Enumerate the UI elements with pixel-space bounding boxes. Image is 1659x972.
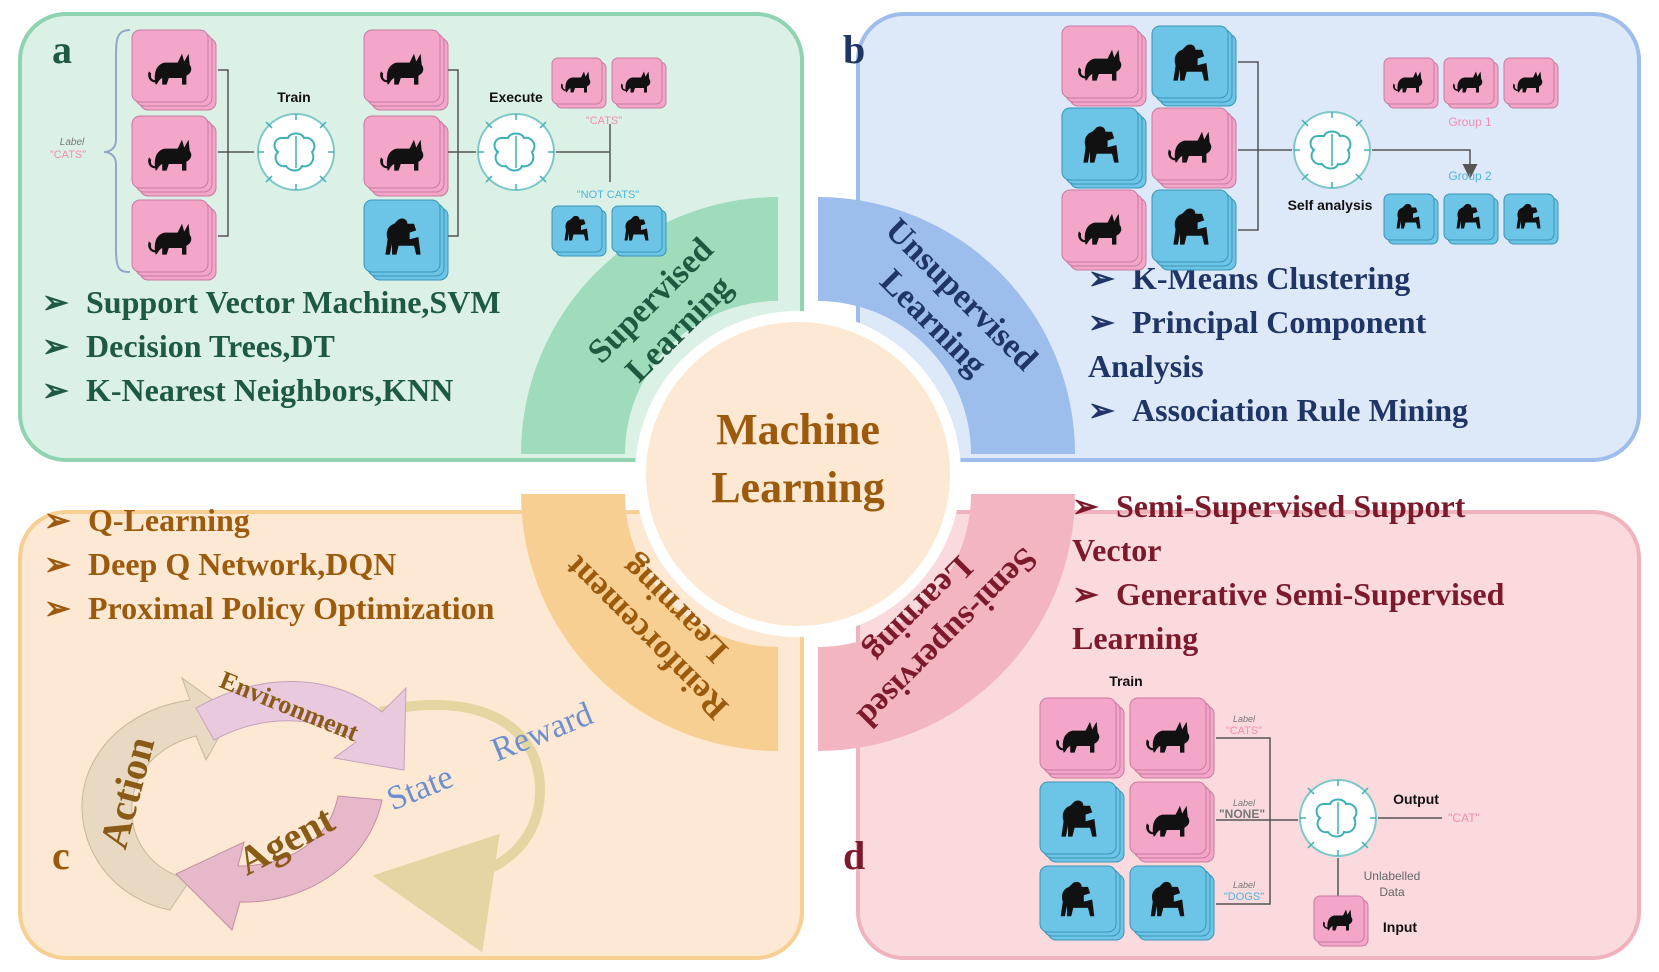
panel-letter-a: a (52, 27, 72, 72)
supervised-algorithm-list: ➢Support Vector Machine,SVM ➢Decision Tr… (42, 280, 501, 412)
list-item: ➢Generative Semi-Supervised (1072, 576, 1505, 612)
cat-tile-small (1503, 57, 1559, 109)
dog-tile (1039, 781, 1125, 863)
center-title-line1: Machine (716, 405, 880, 454)
list-item-continuation: Learning (1072, 620, 1199, 656)
dog-tile (363, 199, 449, 281)
sector-semi-supervised (818, 494, 1075, 751)
reward-label: Reward (486, 695, 598, 769)
train-label: Train (277, 89, 310, 105)
panel-a-diagram: Label "CATS" Train (50, 29, 667, 281)
group1-label: Group 1 (1448, 115, 1492, 129)
cat-tile (1039, 697, 1125, 779)
list-item: ➢Semi-Supervised Support (1072, 488, 1466, 524)
label-cats-text: "CATS" (1226, 725, 1262, 737)
panel-letter-b: b (843, 27, 866, 72)
panel-c-cycle: Action Environment Agent State Reward (81, 665, 598, 953)
panel-letter-c: c (52, 833, 70, 878)
cat-tile-small (1313, 895, 1369, 947)
out-not-cats-label: "NOT CATS" (577, 189, 640, 201)
cat-tile-small (1443, 57, 1499, 109)
list-item: ➢Support Vector Machine,SVM (42, 284, 501, 320)
cat-tile-small (1383, 57, 1439, 109)
reinforcement-algorithm-list: ➢Q-Learning ➢Deep Q Network,DQN ➢Proxima… (44, 498, 494, 630)
center-circle (646, 322, 950, 626)
center-title-line2: Learning (711, 463, 885, 512)
out-cats-label: "CATS" (586, 115, 622, 127)
out-cat-label: "CAT" (1448, 811, 1480, 825)
label-small-text: Label (60, 137, 85, 148)
execute-label: Execute (489, 89, 543, 105)
sector-reinforcement (521, 494, 778, 751)
environment-arrow (195, 681, 407, 771)
list-item: ➢Principal Component (1088, 304, 1427, 340)
cat-tile (1129, 781, 1215, 863)
data-label: Data (1379, 885, 1405, 899)
train-label-d: Train (1109, 673, 1142, 689)
dog-tile-small (551, 205, 607, 257)
cat-tile (1061, 25, 1147, 107)
label-small-text: Label (1233, 880, 1256, 890)
cat-tile (1151, 107, 1237, 189)
sector-supervised (521, 197, 778, 454)
cat-tile (131, 115, 217, 197)
label-none-text: "NONE" (1219, 807, 1265, 821)
dog-tile-small (1503, 193, 1559, 245)
list-item: ➢Deep Q Network,DQN (44, 546, 397, 582)
unlabelled-label: Unlabelled (1364, 869, 1421, 883)
cat-tile-small (551, 57, 607, 109)
output-label: Output (1393, 791, 1439, 807)
cat-tile (1129, 697, 1215, 779)
dog-tile (1061, 107, 1147, 189)
group2-label: Group 2 (1448, 169, 1492, 183)
list-item-continuation: Analysis (1088, 348, 1204, 384)
dog-tile (1129, 865, 1215, 941)
sector-unsupervised (818, 197, 1075, 454)
dog-tile (1039, 865, 1125, 941)
dog-tile-small (1443, 193, 1499, 245)
list-item: ➢Decision Trees,DT (42, 328, 335, 364)
label-small-text: Label (1233, 798, 1256, 808)
list-item: ➢K-Nearest Neighbors,KNN (42, 372, 454, 408)
semi-supervised-algorithm-list: ➢Semi-Supervised Support Vector ➢Generat… (1072, 484, 1504, 660)
dog-tile-small (1383, 193, 1439, 245)
cat-tile (363, 115, 449, 197)
list-item-continuation: Vector (1072, 532, 1162, 568)
label-dogs-text: "DOGS" (1224, 891, 1264, 903)
dog-tile-small (611, 205, 667, 257)
list-item: ➢Association Rule Mining (1088, 392, 1469, 428)
dog-tile (1151, 25, 1237, 107)
label-small-text: Label (1233, 714, 1256, 724)
panel-letter-d: d (843, 833, 866, 878)
cat-tile (131, 29, 217, 111)
dog-tile (1151, 189, 1237, 271)
cat-tile (363, 29, 449, 111)
label-cats-text: "CATS" (50, 149, 86, 161)
agent-arrow (175, 795, 383, 931)
action-arrow (81, 676, 233, 911)
panel-d-diagram: Train (1039, 673, 1480, 947)
cat-tile (131, 199, 217, 281)
list-item: ➢Proximal Policy Optimization (44, 590, 495, 626)
cat-tile (1061, 189, 1147, 271)
input-label: Input (1383, 919, 1418, 935)
cat-tile-small (611, 57, 667, 109)
self-analysis-label: Self analysis (1288, 197, 1373, 213)
panel-b-diagram: Self analysis Group 1 Group 2 (1061, 25, 1559, 271)
list-item: ➢Q-Learning (44, 502, 250, 538)
